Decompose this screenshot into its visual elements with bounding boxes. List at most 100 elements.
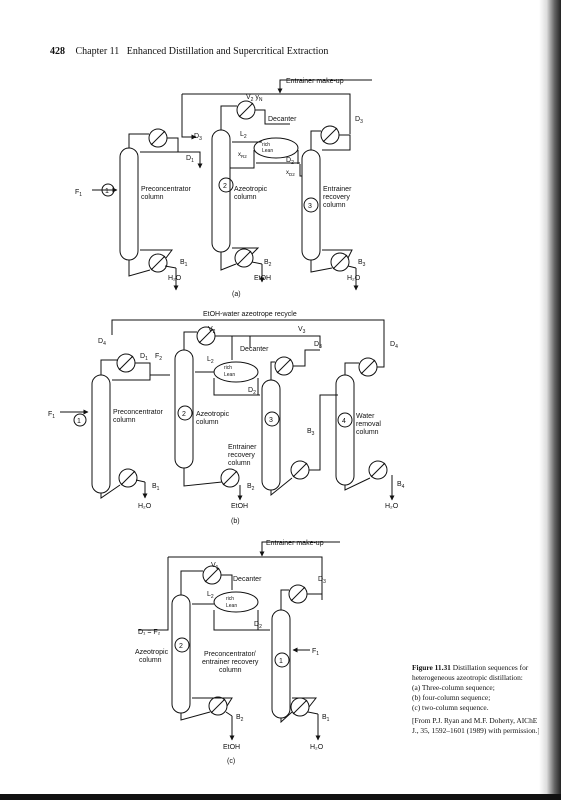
a-feed-label: F1 <box>75 189 82 198</box>
a-b2-label: B2 <box>264 259 272 268</box>
b-h2o-left: H₂O <box>138 503 152 510</box>
a-col3-number: 3 <box>308 203 312 210</box>
a-col2-number: 2 <box>223 183 227 190</box>
a-v-label: V2 yN <box>246 94 263 103</box>
reboiler-a1 <box>148 253 168 273</box>
b-d3-label: D3 <box>314 341 322 350</box>
caption-item-c: (c) two-column sequence. <box>412 703 489 712</box>
chapter-label: Chapter 11 <box>75 46 120 57</box>
c-f1-label: F1 <box>312 648 319 657</box>
a-h2o-right: H₂O <box>347 275 361 282</box>
b-col4-label-1: Water <box>356 413 375 420</box>
b-col4-label-2: removal <box>356 421 381 428</box>
a-xr2-label: xR2 <box>238 152 247 159</box>
a-xd2-label: xD2 <box>286 170 295 177</box>
c-col2-number: 2 <box>179 643 183 650</box>
a-d3-left-label: D3 <box>194 133 202 142</box>
figure-caption: Figure 11.31 Distillation sequences for … <box>412 663 542 736</box>
diagram-b <box>60 319 395 501</box>
b-col4-label-3: column <box>356 429 379 436</box>
b-feed-label: F1 <box>48 411 55 420</box>
c-col1-number: 1 <box>279 658 283 665</box>
decanter-c <box>213 591 259 613</box>
b-rich-label: rich <box>224 365 232 371</box>
decanter-b <box>213 361 259 383</box>
b-h2o-right: H₂O <box>385 503 399 510</box>
a-col1-label-1: Preconcentrator <box>141 186 191 193</box>
b-b4-label: B4 <box>397 481 405 490</box>
decanter-a <box>253 137 299 159</box>
b-f2-label: F2 <box>155 353 162 362</box>
c-b2-label: B2 <box>236 714 244 723</box>
column-b4 <box>335 374 355 486</box>
b-recycle-label: EtOH-water azeotrope recycle <box>203 311 297 318</box>
c-etoh: EtOH <box>223 744 240 751</box>
column-a2 <box>211 129 231 253</box>
b-v3-label: V3 <box>298 326 306 335</box>
c-make-up-label: Entrainer make-up <box>266 540 324 547</box>
b-col3-label-3: column <box>228 460 251 467</box>
b-panel-label: (b) <box>231 518 240 525</box>
a-lean-label: Lean <box>262 148 273 154</box>
b-col3-label-2: recovery <box>228 452 255 459</box>
a-etoh: EtOH <box>254 275 271 282</box>
c-l2-label: L2 <box>207 591 214 600</box>
caption-source: [From P.J. Ryan and M.F. Doherty, AIChE … <box>412 716 540 735</box>
a-col3-label-1: Entrainer <box>323 186 352 193</box>
a-d3-right-label: D3 <box>355 116 363 125</box>
a-col3-label-2: recovery <box>323 194 350 201</box>
page-number: 428 <box>50 46 65 57</box>
a-b1-label: B1 <box>180 259 188 268</box>
reboiler-a3 <box>330 252 350 272</box>
b-etoh: EtOH <box>231 503 248 510</box>
c-rich-label: rich <box>226 596 234 602</box>
a-col1-label-2: column <box>141 194 164 201</box>
column-a1 <box>119 147 139 261</box>
c-col1-label-2: entrainer recovery <box>202 659 259 666</box>
a-make-up-label: Entrainer make-up <box>286 78 344 85</box>
b-b3-label: B3 <box>307 428 315 437</box>
c-v1-label: V1 <box>211 562 219 571</box>
b-b1-label: B1 <box>152 483 160 492</box>
reboiler-b1 <box>118 468 138 488</box>
diagram-c <box>138 541 340 741</box>
a-panel-label: (a) <box>232 291 241 298</box>
page-header: 428 Chapter 11 Enhanced Distillation and… <box>50 46 328 57</box>
reboiler-b4 <box>368 460 388 480</box>
c-panel-label: (c) <box>227 758 235 765</box>
column-c2 <box>171 594 191 714</box>
b-d4-right-label: D4 <box>390 341 398 350</box>
column-b3 <box>261 379 281 491</box>
a-col2-label-2: column <box>234 194 257 201</box>
b-d2-label: D2 <box>248 387 256 396</box>
b-b2-label: B2 <box>247 483 255 492</box>
c-d1f2-label: D₁ = F₂ <box>138 629 161 636</box>
c-col2-label-1: Azeotropic <box>135 649 169 656</box>
b-col2-label-2: column <box>196 419 219 426</box>
caption-title-rest: Distillation sequences for heterogeneous… <box>412 663 529 682</box>
c-b1-label: B1 <box>322 714 330 723</box>
a-d2-label: D2 <box>286 157 294 166</box>
c-col2-label-2: column <box>139 657 162 664</box>
a-rich-label: rich <box>262 142 270 148</box>
a-col3-label-3: column <box>323 202 346 209</box>
a-col2-label-1: Azeotropic <box>234 186 268 193</box>
c-col1-label-3: column <box>219 667 242 674</box>
caption-item-a: (a) Three-column sequence; <box>412 683 495 692</box>
c-lean-label: Lean <box>226 603 237 609</box>
c-d2-label: D2 <box>254 621 262 630</box>
b-col3-number: 3 <box>269 417 273 424</box>
b-col1-number: 1 <box>77 418 81 425</box>
column-b1 <box>91 374 111 494</box>
a-l2-label: L2 <box>240 131 247 140</box>
reboiler-b2 <box>220 468 240 488</box>
b-col1-label-1: Preconcentrator <box>113 409 163 416</box>
b-col1-label-2: column <box>113 417 136 424</box>
a-h2o-left: H₂O <box>168 275 182 282</box>
c-col1-label-1: Preconcentrator/ <box>204 651 256 658</box>
b-d4-left-label: D4 <box>98 338 106 347</box>
c-h2o: H₂O <box>310 744 324 751</box>
a-decanter-label: Decanter <box>268 116 297 123</box>
caption-item-b: (b) four-column sequence; <box>412 693 491 702</box>
